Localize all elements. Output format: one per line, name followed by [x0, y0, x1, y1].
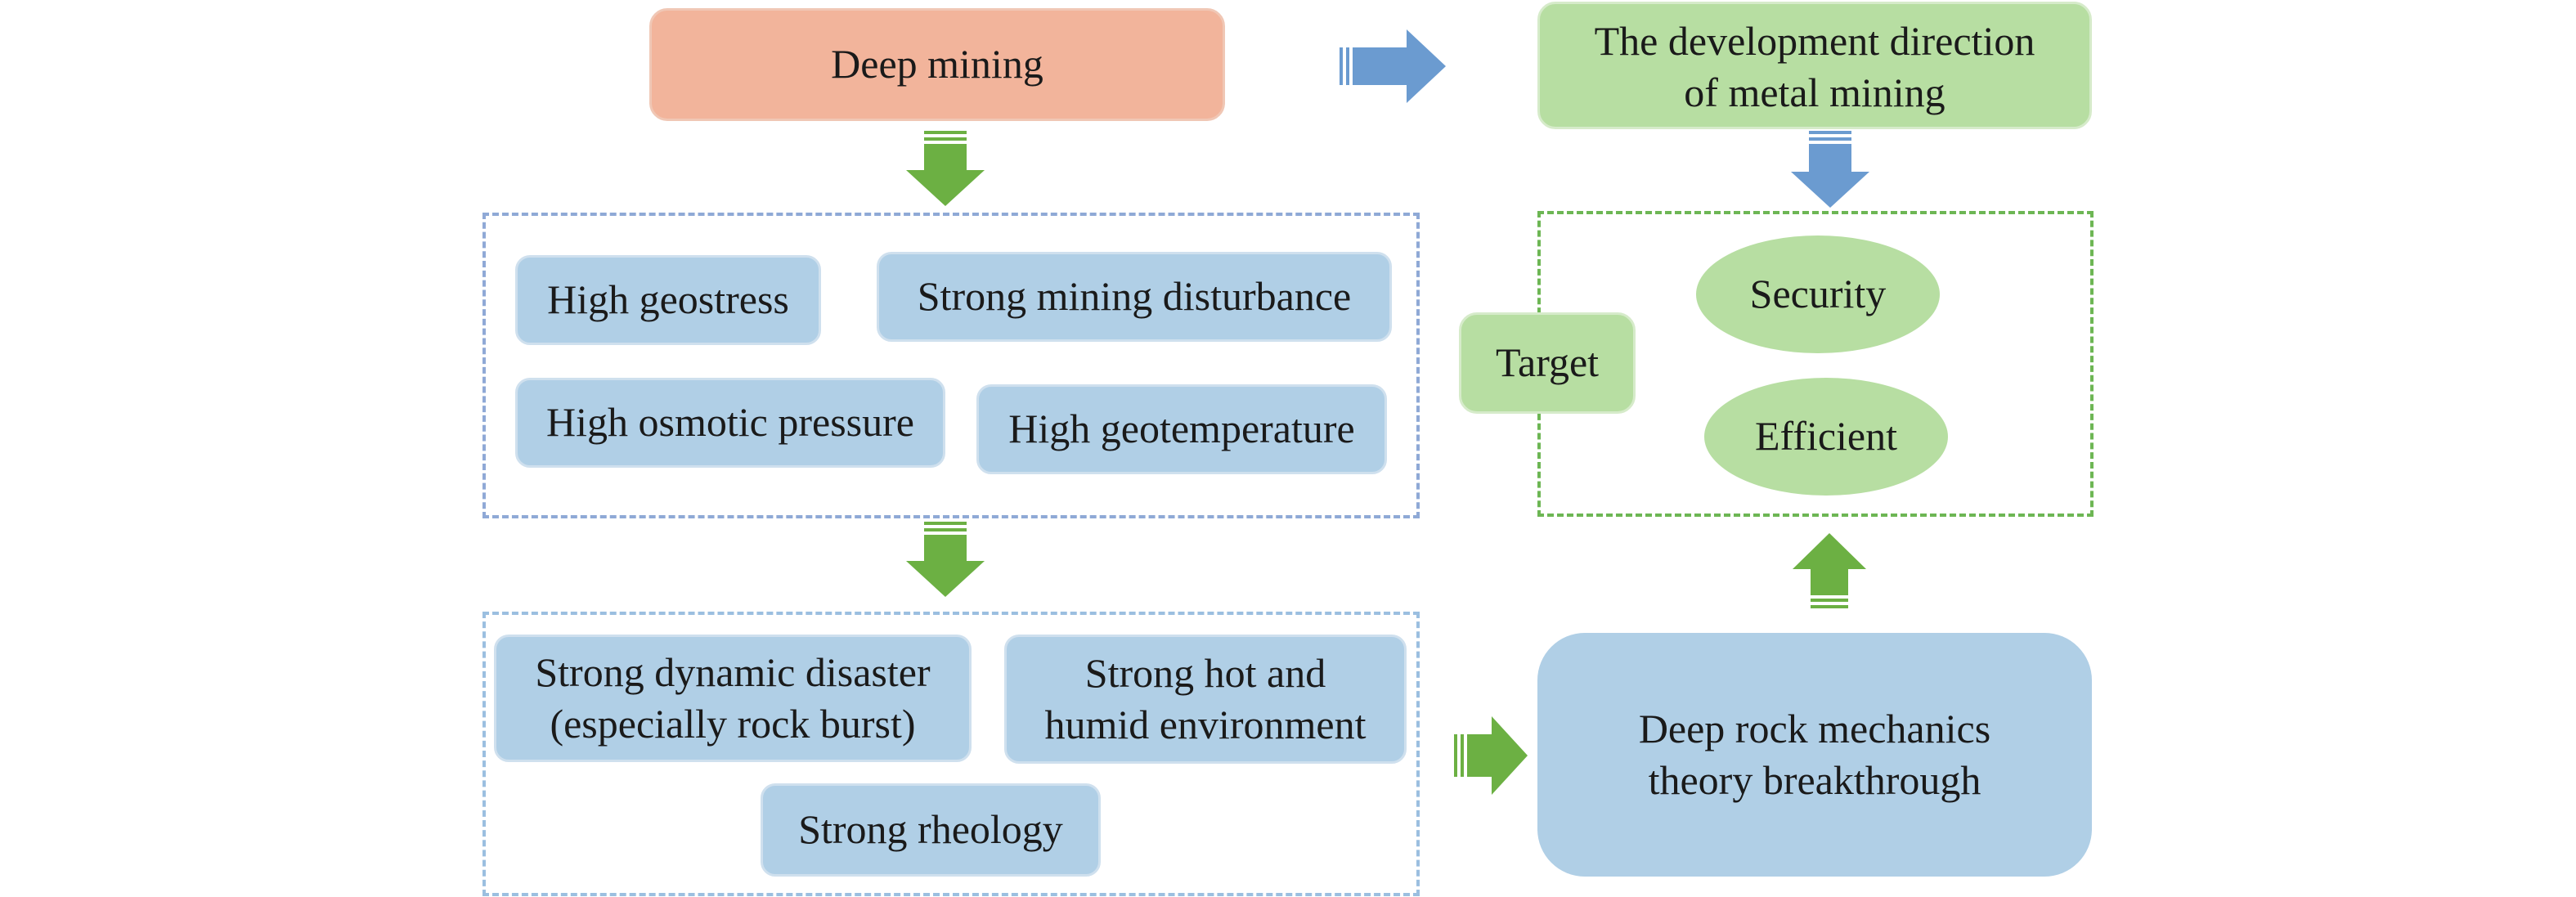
- deep-rock-mechanics-box: Deep rock mechanics theory breakthrough: [1537, 633, 2092, 877]
- arrow-down-green-2-icon: [906, 522, 985, 597]
- strong-hot-humid-box: Strong hot and humid environment: [1004, 635, 1407, 764]
- arrow-down-green-1-icon: [906, 131, 985, 206]
- strong-dynamic-disaster-box: Strong dynamic disaster (especially rock…: [494, 635, 972, 762]
- deep-rock-mechanics-line-2: theory breakthrough: [1648, 757, 1981, 803]
- strong-rheology-label: Strong rheology: [798, 806, 1063, 853]
- consequences-group: [482, 612, 1420, 896]
- high-geostress-box: High geostress: [515, 255, 821, 345]
- development-direction-box: The development direction of metal minin…: [1537, 2, 2092, 129]
- high-osmotic-pressure-label: High osmotic pressure: [546, 399, 914, 446]
- strong-dynamic-disaster-line-2: (especially rock burst): [550, 701, 916, 747]
- target-box: Target: [1459, 312, 1636, 414]
- security-label: Security: [1749, 271, 1887, 317]
- deep-rock-mechanics-line-1: Deep rock mechanics: [1638, 705, 1991, 751]
- strong-rheology-box: Strong rheology: [761, 783, 1101, 877]
- strong-dynamic-disaster-line-1: Strong dynamic disaster: [535, 648, 931, 695]
- arrow-right-blue-icon: [1340, 29, 1446, 103]
- target-label: Target: [1495, 339, 1600, 386]
- deep-mining-box: Deep mining: [649, 8, 1225, 121]
- high-geotemperature-label: High geotemperature: [1008, 406, 1355, 452]
- high-osmotic-pressure-box: High osmotic pressure: [515, 378, 945, 468]
- high-geotemperature-box: High geotemperature: [976, 384, 1387, 474]
- strong-mining-disturbance-box: Strong mining disturbance: [877, 252, 1392, 342]
- arrow-down-blue-icon: [1791, 131, 1869, 208]
- strong-mining-disturbance-label: Strong mining disturbance: [917, 273, 1352, 320]
- strong-hot-humid-line-2: humid environment: [1044, 702, 1367, 747]
- arrow-up-green-icon: [1793, 533, 1866, 608]
- high-geostress-label: High geostress: [547, 276, 789, 323]
- deep-mining-label: Deep mining: [831, 41, 1043, 87]
- development-direction-line-2: of metal mining: [1684, 70, 1945, 115]
- arrow-right-green-icon: [1454, 716, 1528, 795]
- security-ellipse: Security: [1696, 235, 1940, 353]
- strong-hot-humid-line-1: Strong hot and: [1084, 649, 1326, 696]
- conditions-group: [482, 213, 1420, 518]
- efficient-ellipse: Efficient: [1704, 378, 1948, 496]
- efficient-label: Efficient: [1755, 413, 1897, 460]
- development-direction-line-1: The development direction: [1594, 17, 2035, 64]
